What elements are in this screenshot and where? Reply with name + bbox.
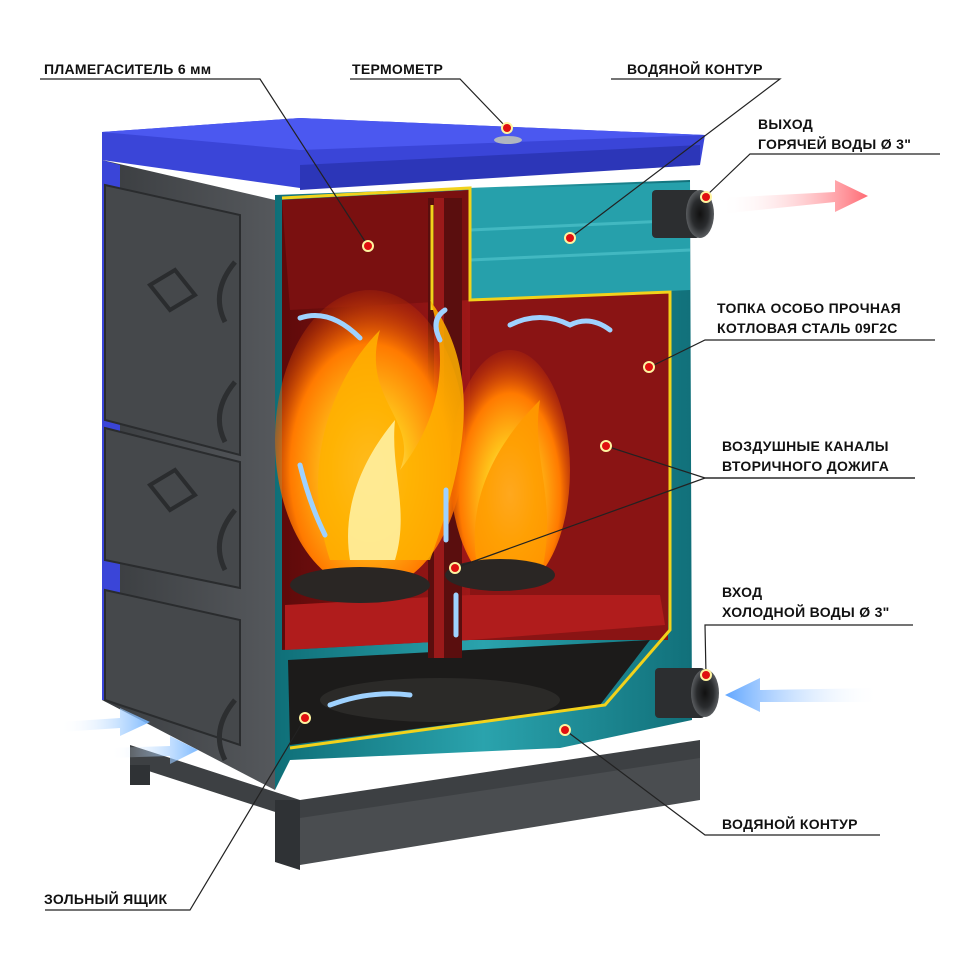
label-air-channels-line2: ВТОРИЧНОГО ДОЖИГА [722, 458, 890, 474]
base-stand [130, 740, 700, 870]
label-cold-water-in-line1: ВХОД [722, 584, 763, 600]
label-thermometer-text: ТЕРМОМЕТР [352, 61, 444, 77]
hot-water-pipe [652, 190, 714, 238]
marker-air-channel-2 [449, 562, 461, 574]
marker-water-circuit-bottom [559, 724, 571, 736]
cold-water-arrow-icon [725, 678, 880, 712]
boiler-body-left [102, 160, 275, 790]
label-air-channels: ВОЗДУШНЫЕ КАНАЛЫ ВТОРИЧНОГО ДОЖИГА [722, 436, 889, 476]
label-water-circuit-top-text: ВОДЯНОЙ КОНТУР [627, 61, 763, 77]
label-ash-box: ЗОЛЬНЫЙ ЯЩИК [44, 889, 167, 909]
insulation-lines [281, 186, 672, 750]
label-firebox-line1: ТОПКА ОСОБО ПРОЧНАЯ [717, 300, 902, 316]
marker-air-channel-1 [600, 440, 612, 452]
cold-air-inlet-arrows [60, 708, 198, 764]
label-water-circuit-bottom-text: ВОДЯНОЙ КОНТУР [722, 816, 858, 832]
flame-icon [275, 290, 570, 603]
top-cover [102, 118, 705, 190]
callout-marker-icon [299, 122, 712, 736]
label-cold-water-in-line2: ХОЛОДНОЙ ВОДЫ Ø 3" [722, 604, 890, 620]
label-cold-water-in: ВХОД ХОЛОДНОЙ ВОДЫ Ø 3" [722, 582, 890, 622]
marker-ash-box [299, 712, 311, 724]
label-hot-water-out-line1: ВЫХОД [758, 116, 813, 132]
label-ash-box-text: ЗОЛЬНЫЙ ЯЩИК [44, 891, 168, 907]
marker-water-circuit-top [564, 232, 576, 244]
leader-lines [40, 78, 940, 911]
label-water-circuit-bottom: ВОДЯНОЙ КОНТУР [722, 814, 858, 834]
marker-hot-water-out [700, 191, 712, 203]
marker-flame-damper [362, 240, 374, 252]
label-firebox-line2: КОТЛОВАЯ СТАЛЬ 09Г2С [717, 320, 898, 336]
label-thermometer: ТЕРМОМЕТР [352, 59, 443, 79]
label-air-channels-line1: ВОЗДУШНЫЕ КАНАЛЫ [722, 438, 889, 454]
marker-thermometer [501, 122, 513, 134]
label-hot-water-out-line2: ГОРЯЧЕЙ ВОДЫ Ø 3" [758, 136, 912, 152]
marker-firebox [643, 361, 655, 373]
air-flow-arrows [297, 307, 613, 708]
hot-water-arrow-icon [720, 180, 868, 214]
label-flame-damper-text: ПЛАМЕГАСИТЕЛЬ 6 мм [44, 61, 212, 77]
label-hot-water-out: ВЫХОД ГОРЯЧЕЙ ВОДЫ Ø 3" [758, 114, 911, 154]
marker-cold-water-in [700, 669, 712, 681]
label-firebox: ТОПКА ОСОБО ПРОЧНАЯ КОТЛОВАЯ СТАЛЬ 09Г2С [717, 298, 901, 338]
cold-water-pipe [655, 668, 719, 718]
label-water-circuit-top: ВОДЯНОЙ КОНТУР [627, 59, 763, 79]
label-flame-damper: ПЛАМЕГАСИТЕЛЬ 6 мм [44, 59, 211, 79]
